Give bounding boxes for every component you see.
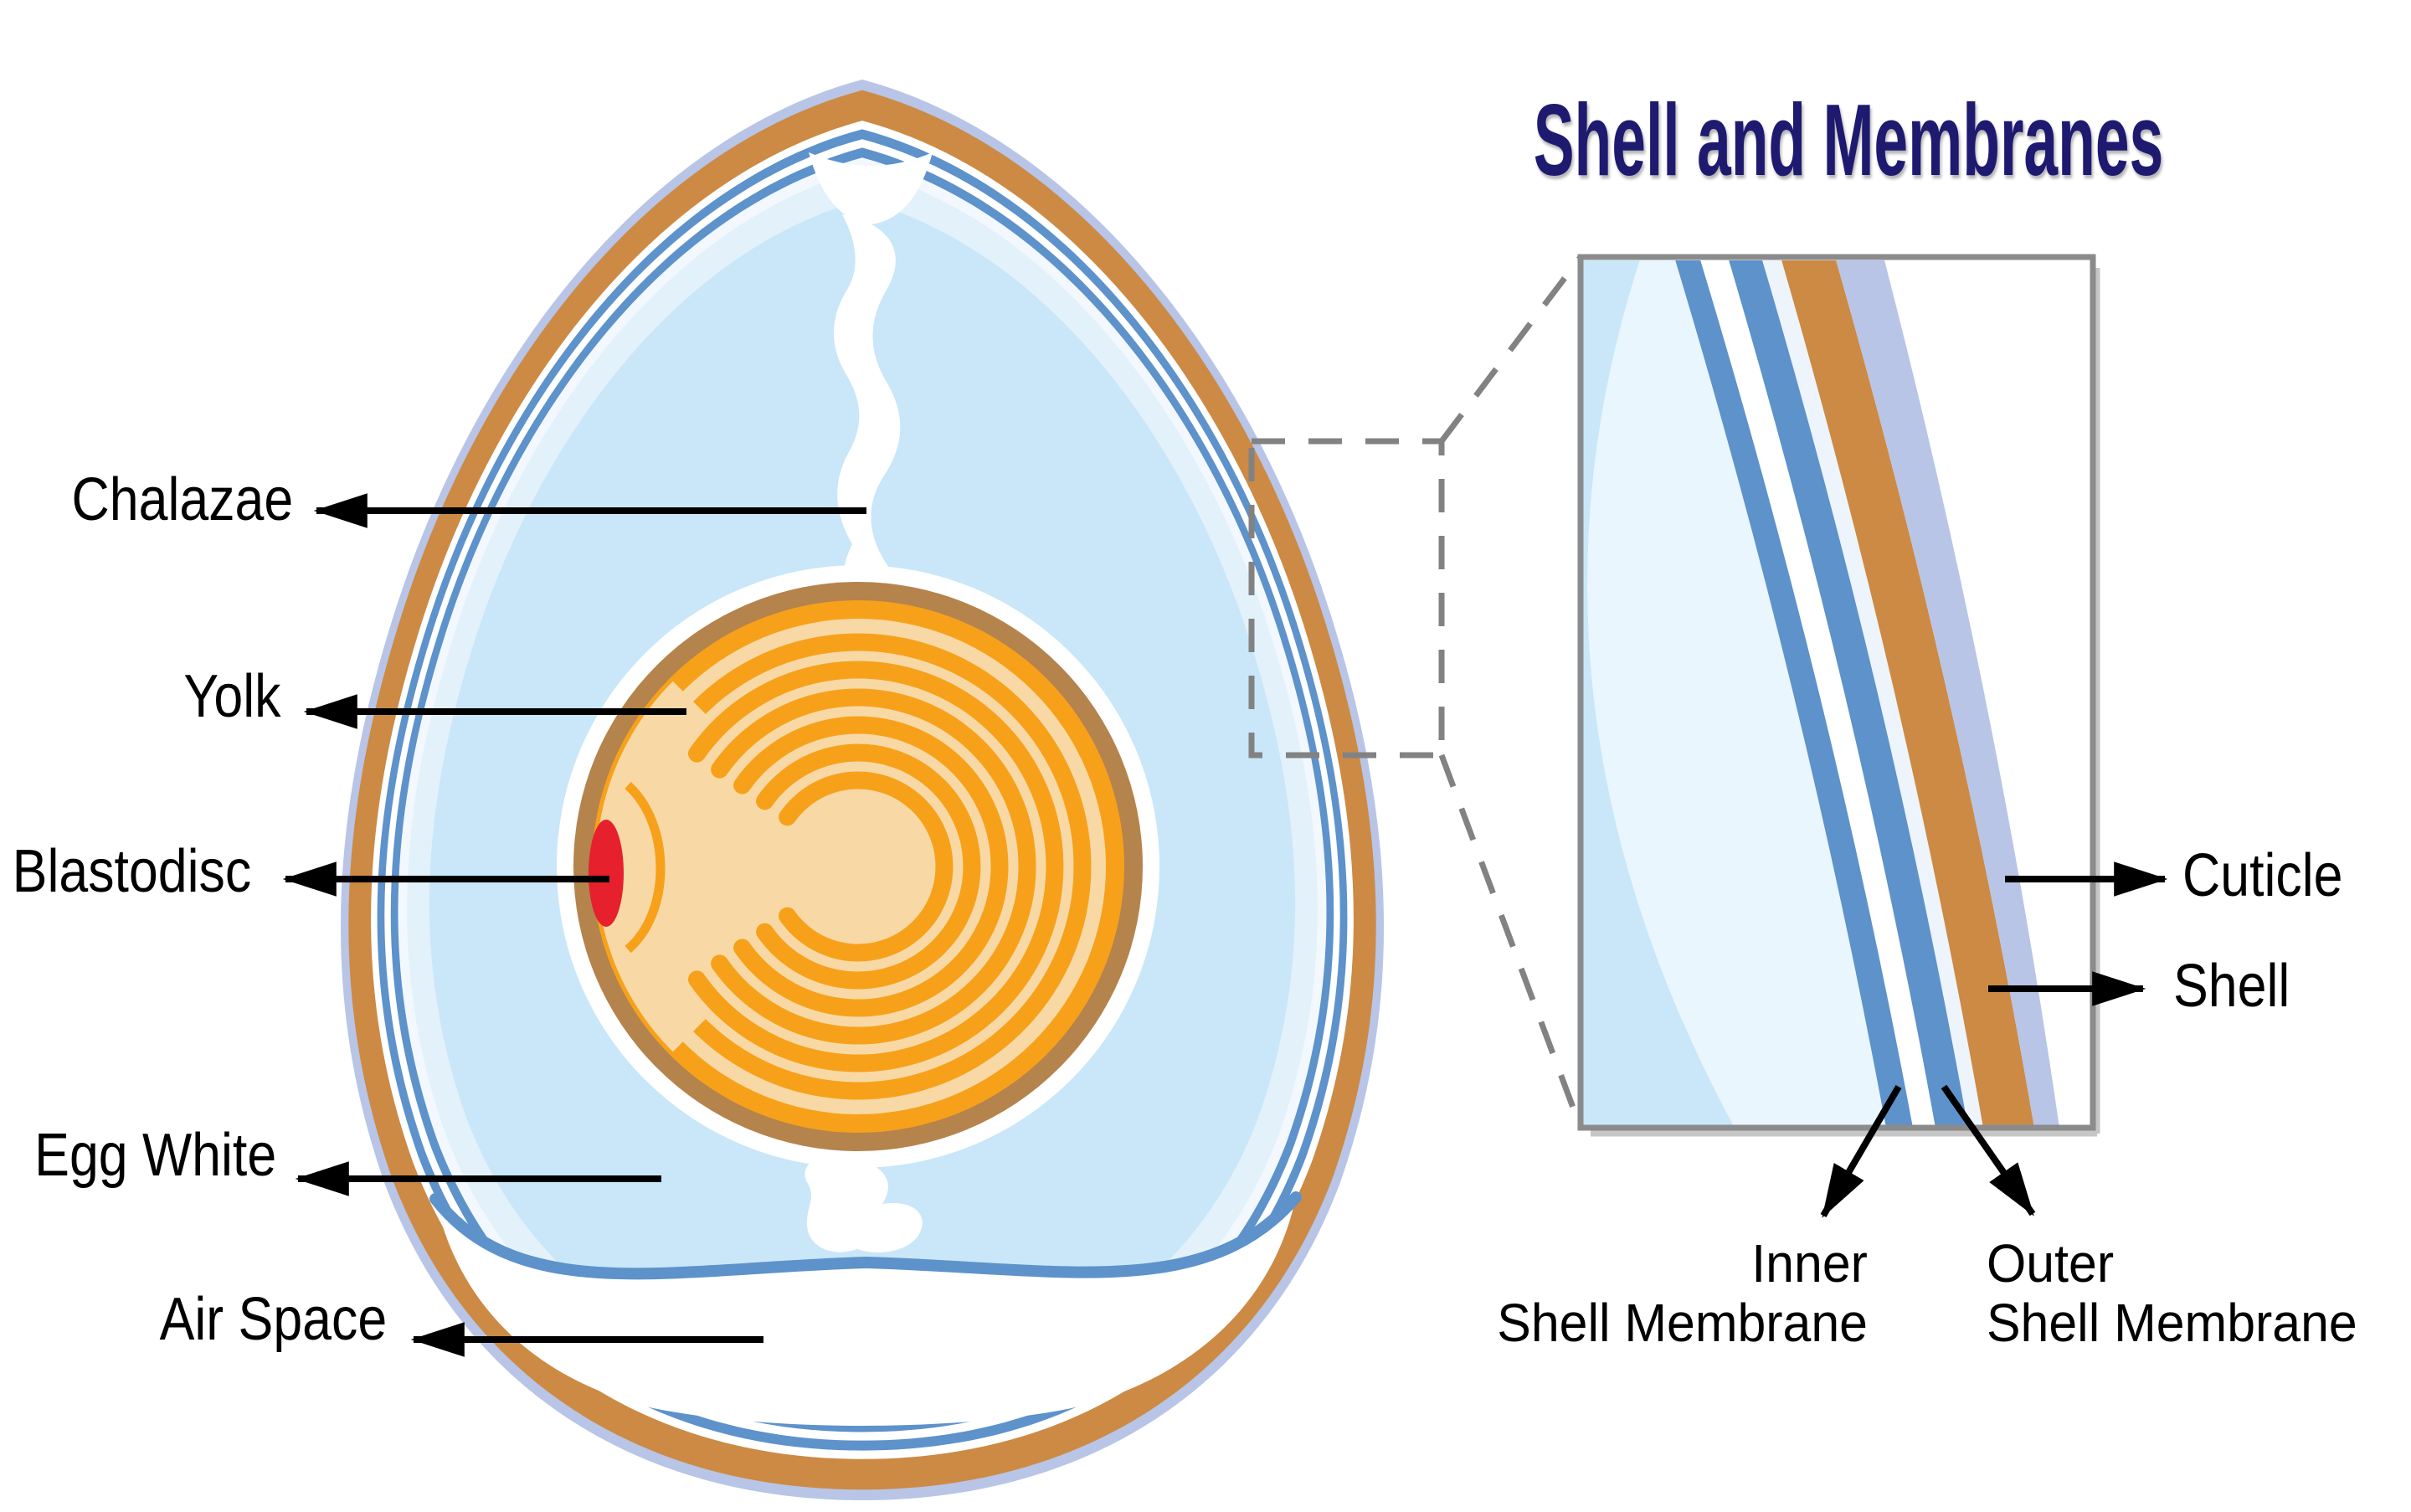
label-air-space: Air Space bbox=[126, 1289, 387, 1350]
shell-membranes-inset bbox=[1577, 254, 2168, 1218]
label-egg-white: Egg White bbox=[0, 1125, 276, 1185]
label-yolk-text: Yolk bbox=[182, 663, 280, 730]
inset-callout-arrows bbox=[1820, 861, 2168, 1218]
inset-inner-membrane-stripe bbox=[1675, 260, 1913, 1125]
left-callout-arrows bbox=[282, 493, 866, 1357]
label-yolk: Yolk bbox=[169, 666, 280, 727]
label-outer-text: Outer bbox=[1987, 1233, 2115, 1293]
zoom-source-rect bbox=[1248, 438, 1445, 759]
zoom-connector-top bbox=[1439, 255, 1583, 444]
label-shell: Shell bbox=[2173, 956, 2307, 1016]
air-space-region bbox=[435, 1197, 1296, 1426]
label-blastodisc-text: Blastodisc bbox=[12, 838, 251, 905]
label-cuticle-text: Cuticle bbox=[2182, 842, 2343, 909]
yolk bbox=[557, 565, 1159, 1168]
inset-shell-stripe bbox=[1781, 260, 2034, 1125]
label-cuticle: Cuticle bbox=[2182, 846, 2367, 906]
blastodisc bbox=[589, 820, 624, 927]
chalaza-bottom-cord bbox=[805, 1155, 923, 1252]
inset-cuticle-stripe bbox=[1836, 260, 2059, 1125]
zoom-connector-bottom bbox=[1438, 753, 1584, 1129]
label-outer-membrane-text: Shell Membrane bbox=[1987, 1293, 2357, 1353]
latebra-outline bbox=[625, 781, 666, 954]
inset-layers bbox=[1583, 260, 2059, 1125]
label-inner-membrane-text: Shell Membrane bbox=[1497, 1293, 1868, 1353]
chalaza-top-cord bbox=[833, 214, 901, 604]
inset-title: Shell and Membranes bbox=[1324, 81, 2373, 198]
label-outer-membrane-line1: Outer bbox=[1987, 1237, 2121, 1290]
label-inner-text: Inner bbox=[1751, 1233, 1868, 1293]
label-air-space-text: Air Space bbox=[159, 1286, 387, 1353]
label-blastodisc: Blastodisc bbox=[0, 841, 251, 902]
label-chalazae-text: Chalazae bbox=[71, 466, 293, 533]
label-outer-membrane-line2: Shell Membrane bbox=[1987, 1296, 2377, 1350]
inset-egg-white-main bbox=[1583, 260, 1734, 1125]
yolk-concentric-rings bbox=[666, 633, 1092, 1100]
inset-outer-membrane-stripe bbox=[1729, 260, 1968, 1125]
label-shell-text: Shell bbox=[2173, 953, 2290, 1020]
inset-border bbox=[1577, 254, 2096, 1131]
inset-pale-gap bbox=[1762, 260, 1983, 1125]
inner-membrane-arrow bbox=[1820, 1084, 1902, 1218]
label-inner-membrane-line1: Inner bbox=[1745, 1237, 1868, 1290]
inset-egg-white-light bbox=[1583, 260, 1886, 1125]
chalaza-top-funnel bbox=[809, 152, 933, 224]
label-chalazae: Chalazae bbox=[39, 470, 293, 530]
egg-cross-section bbox=[340, 80, 1385, 1500]
air-space-membrane-line bbox=[429, 1191, 1302, 1280]
label-inner-membrane-line2: Shell Membrane bbox=[1478, 1296, 1868, 1350]
outer-membrane-arrow bbox=[1941, 1084, 2036, 1216]
inset-title-text: Shell and Membranes bbox=[1533, 83, 2164, 197]
label-egg-white-text: Egg White bbox=[34, 1122, 276, 1189]
zoom-region bbox=[1248, 255, 1584, 1129]
